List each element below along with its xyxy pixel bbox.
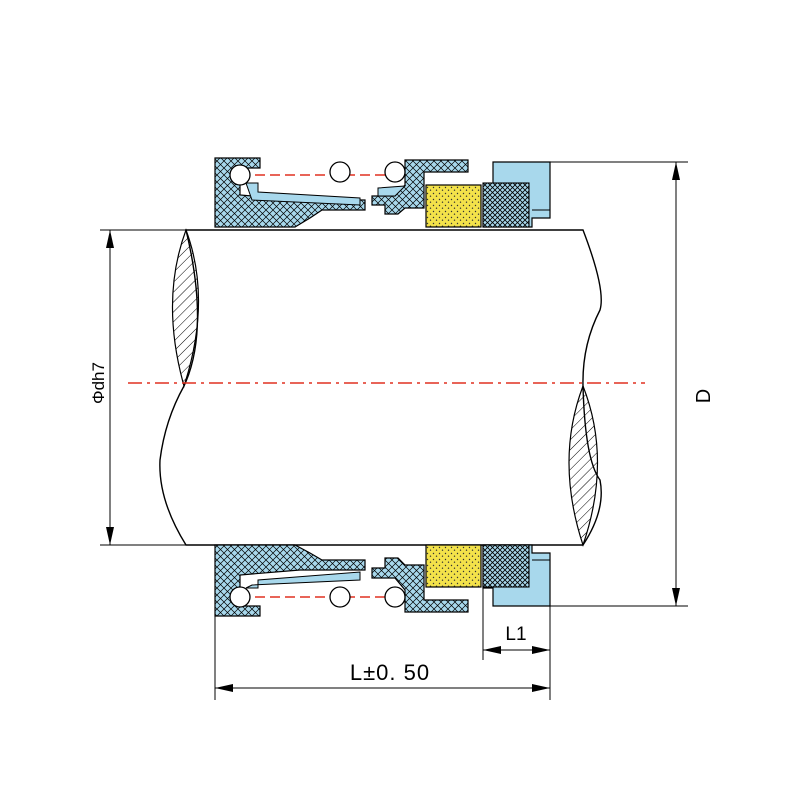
seal-face-bottom bbox=[425, 544, 482, 588]
spring-coil bbox=[229, 164, 251, 186]
seal-assembly-top bbox=[214, 157, 551, 228]
label-outer-diameter: D bbox=[693, 389, 715, 403]
rotating-holder-top bbox=[214, 157, 366, 228]
label-l1: L1 bbox=[505, 624, 526, 645]
dimension-l1 bbox=[482, 588, 551, 700]
label-length: L±0. 50 bbox=[350, 660, 430, 685]
seal-face-top bbox=[425, 184, 482, 228]
dimension-outer-diameter bbox=[550, 161, 688, 607]
seal-assembly-bottom bbox=[214, 544, 551, 617]
shaft-break-left bbox=[171, 228, 200, 389]
label-shaft-diameter: Φdh7 bbox=[89, 362, 108, 404]
spring-coil bbox=[384, 586, 406, 608]
shaft bbox=[100, 228, 602, 547]
spring-coil bbox=[229, 586, 251, 608]
rotating-holder-bottom bbox=[214, 544, 366, 617]
dimension-length bbox=[214, 616, 550, 700]
spring-coil bbox=[329, 161, 351, 183]
spring-retainer-top bbox=[245, 182, 361, 206]
push-ring-bottom bbox=[371, 557, 469, 613]
spring-coil bbox=[329, 586, 351, 608]
seat-insert-bottom bbox=[482, 544, 530, 588]
spring-coil bbox=[384, 161, 406, 183]
spring-retainer-bottom bbox=[245, 571, 361, 589]
shaft-break-right bbox=[568, 384, 599, 547]
seat-insert-top bbox=[482, 182, 530, 228]
dimension-shaft-diameter bbox=[106, 230, 114, 545]
